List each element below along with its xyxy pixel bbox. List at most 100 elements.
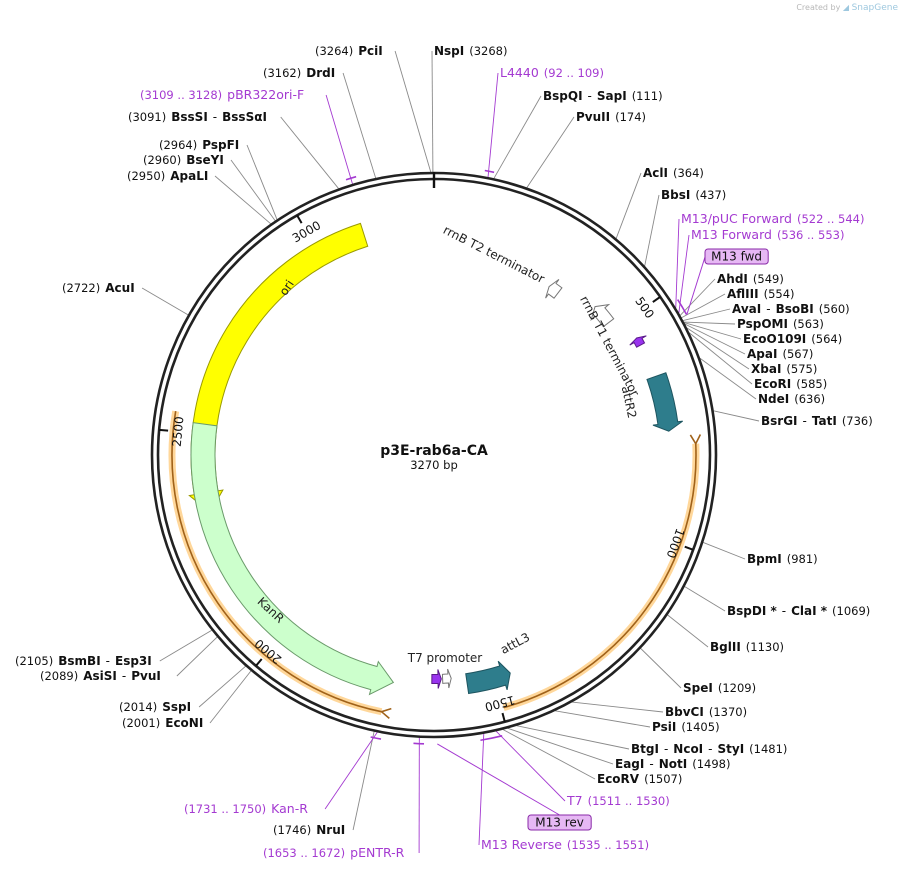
site-label-part: T7	[566, 793, 583, 808]
primer-mark-4	[370, 736, 382, 740]
site-label-part: PvuI	[131, 669, 161, 683]
site-label-part: EagI	[615, 757, 644, 771]
site-label-part: (2722)	[62, 281, 100, 295]
feature-label-rrnb-t2-terminator: rrnB T2 terminator	[441, 223, 547, 286]
site-label-aflii: AflIII(554)	[727, 287, 795, 301]
site-label-part: TatI	[812, 414, 837, 428]
site-label-part: BglII	[710, 640, 741, 654]
site-label-part: EcoRV	[597, 772, 640, 786]
leader-bspdi	[684, 586, 726, 612]
leader-t7	[495, 730, 566, 802]
leader-drd	[342, 72, 377, 179]
site-label-apai: ApaI(567)	[747, 347, 813, 361]
site-label-part: (1731 .. 1750)	[184, 802, 266, 816]
site-label-part: PsiI	[652, 720, 676, 734]
site-label-part: (563)	[793, 317, 824, 331]
tick-1000	[684, 545, 694, 551]
site-label-part: (2089)	[40, 669, 78, 683]
site-label-part: AcuI	[105, 281, 134, 295]
site-label-kanr: (1731 .. 1750)Kan-R	[184, 801, 308, 816]
feature-attr2	[646, 372, 683, 432]
backbone	[150, 171, 718, 739]
orf-line-1	[171, 411, 382, 713]
tick-3000	[296, 214, 303, 224]
site-label-bbsi: BbsI(437)	[661, 188, 726, 202]
site-label-nsp: NspI(3268)	[434, 44, 508, 58]
site-label-sspi: (2014)SspI	[119, 700, 191, 714]
leader-ndei	[699, 357, 757, 400]
site-label-ahdi: AhdI(549)	[717, 272, 784, 286]
site-label-m13rev: M13 Reverse(1535 .. 1551)	[481, 837, 649, 852]
feature-kanr	[190, 422, 395, 696]
site-label-bsrgi: BsrGI-TatI(736)	[761, 414, 873, 428]
site-label-part: (1653 .. 1672)	[263, 846, 345, 860]
leader-m13rev	[478, 733, 485, 846]
site-label-part: AclI	[643, 166, 668, 180]
leader-btgi	[516, 725, 630, 750]
orf-arrowhead-0	[689, 434, 702, 446]
site-label-part: M13 Forward	[691, 227, 772, 242]
leader-pvuii	[526, 116, 575, 188]
feature-t7-promoter	[441, 668, 452, 689]
site-label-part: SpeI	[683, 681, 713, 695]
site-label-part: (575)	[786, 362, 817, 376]
leader-eagi	[507, 727, 614, 765]
site-label-acli: AclI(364)	[643, 166, 704, 180]
feature-label-attr2: attR2	[619, 385, 640, 420]
site-label-part: (111)	[632, 89, 663, 103]
leader-ahdi	[679, 278, 716, 316]
site-label-part: (1535 .. 1551)	[567, 838, 649, 852]
feature-ori	[188, 222, 369, 514]
m13fwd-box-text: M13 fwd	[711, 250, 762, 264]
site-label-part: (1405)	[681, 720, 719, 734]
snapgene-logo-icon: ◢	[842, 3, 850, 12]
site-label-part: (2105)	[15, 654, 53, 668]
site-label-part: L4440	[500, 65, 539, 80]
site-label-part: (564)	[811, 332, 842, 346]
leader-xbai	[686, 327, 750, 370]
site-label-part: (522 .. 544)	[797, 212, 865, 226]
site-label-part: BsrGI	[761, 414, 798, 428]
site-label-bseyi: (2960)BseYI	[143, 153, 224, 167]
leader-acui	[141, 287, 189, 316]
site-label-part: (636)	[794, 392, 825, 406]
site-label-part: XbaI	[751, 362, 781, 376]
site-label-part: NdeI	[758, 392, 789, 406]
site-label-eco109: EcoO109I(564)	[743, 332, 842, 346]
site-label-part: AsiSI	[83, 669, 117, 683]
site-label-part: AhdI	[717, 272, 748, 286]
leader-nrui	[352, 731, 375, 831]
site-label-pci: (3264)PciI	[315, 44, 383, 58]
site-label-part: NruI	[316, 823, 345, 837]
site-label-part: NcoI	[673, 742, 703, 756]
site-label-part: ClaI *	[791, 604, 828, 618]
leader-pci	[394, 50, 432, 173]
site-label-part: (3162)	[263, 66, 301, 80]
leader-bsrgi	[713, 410, 760, 422]
site-label-part: -	[106, 654, 110, 668]
site-label-part: ApaLI	[170, 169, 208, 183]
site-label-bsmbi: (2105)BsmBI-Esp3I	[15, 654, 152, 668]
leader-bbvci	[571, 701, 664, 713]
site-label-part: PvuII	[576, 110, 610, 124]
feature-label-t7-promoter: T7 promoter	[407, 651, 483, 665]
leader-pspomi	[683, 321, 736, 325]
site-label-part: (2014)	[119, 700, 157, 714]
site-label-avai: AvaI-BsoBI(560)	[732, 302, 850, 316]
feature-rrnb-t2-terminator	[545, 278, 563, 299]
site-label-part: (1481)	[749, 742, 787, 756]
leader-sspi	[198, 665, 246, 708]
m13rev-box-leader	[437, 743, 560, 816]
leader-acli	[615, 172, 642, 239]
leader-aflii	[681, 293, 726, 319]
site-label-part: BbsI	[661, 188, 690, 202]
orf-line-0	[503, 443, 697, 709]
site-label-acui: (2722) AcuI	[62, 281, 135, 295]
site-label-part: NspI	[434, 44, 464, 58]
leader-asisi	[176, 636, 218, 677]
site-label-part: (1746)	[273, 823, 311, 837]
site-label-part: -	[122, 669, 126, 683]
leader-bsssi	[280, 116, 339, 189]
site-label-part: (2964)	[159, 138, 197, 152]
